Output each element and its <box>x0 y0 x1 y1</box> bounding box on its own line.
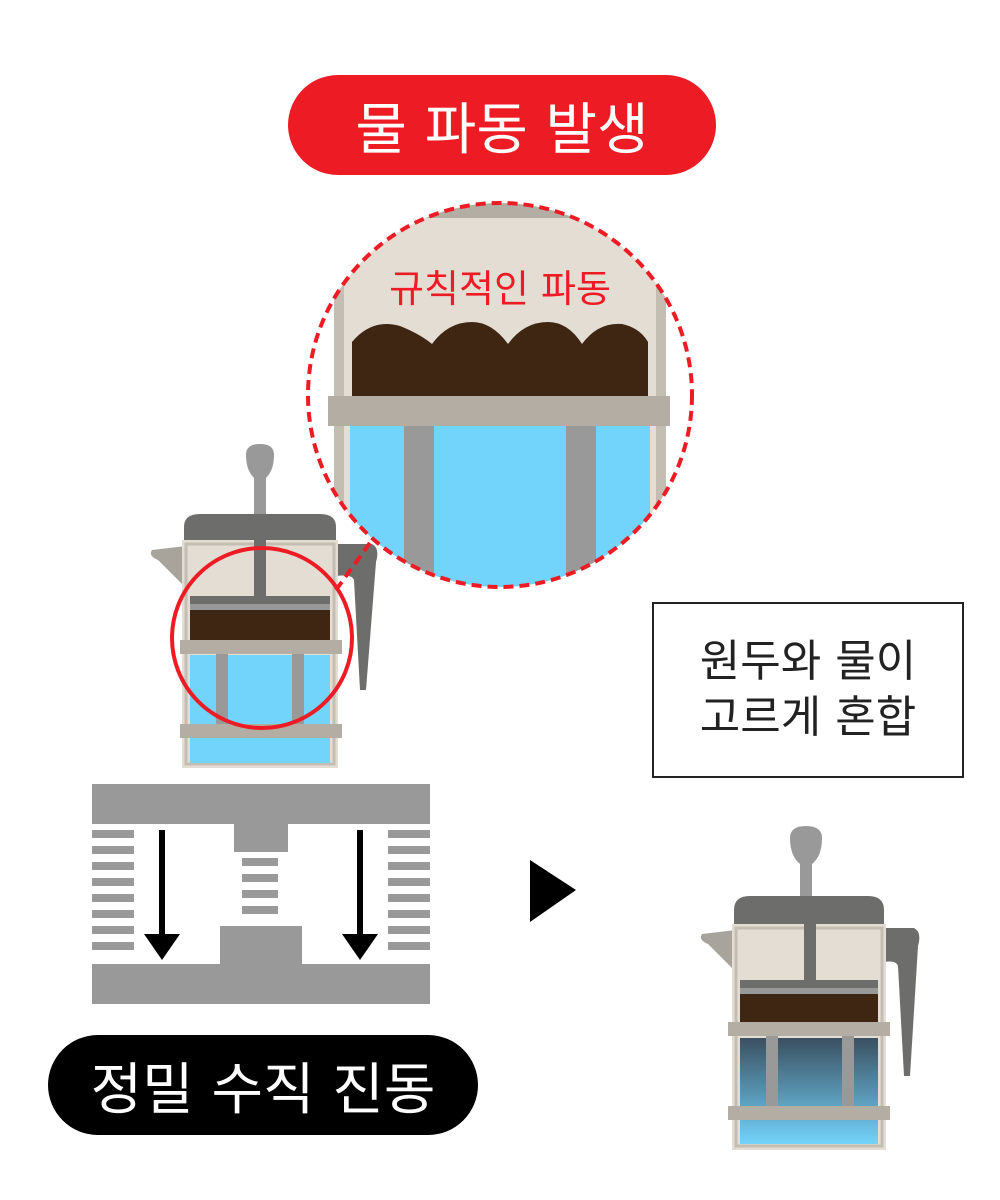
note-box: 원두와 물이 고르게 혼합 <box>652 602 964 778</box>
french-press-right <box>700 826 920 1150</box>
zoom-caption: 규칙적인 파동 <box>389 267 611 311</box>
french-press-left <box>150 444 378 768</box>
bottom-title-pill: 정밀 수직 진동 <box>48 1035 478 1135</box>
bottom-title: 정밀 수직 진동 <box>90 1057 436 1123</box>
focus-circle <box>170 546 354 730</box>
zoom-view: 규칙적인 파동 <box>306 201 694 589</box>
down-arrow-icon <box>144 830 180 960</box>
vibration-machine-icon <box>92 784 430 1004</box>
zoom-circle-border <box>306 201 694 589</box>
top-title: 물 파동 발생 <box>355 97 649 163</box>
top-title-pill: 물 파동 발생 <box>288 75 716 175</box>
note-line-1: 원두와 물이 <box>699 636 917 687</box>
note-line-2: 고르게 혼합 <box>699 692 917 743</box>
down-arrow-icon <box>342 830 378 960</box>
play-arrow-icon <box>530 860 576 922</box>
